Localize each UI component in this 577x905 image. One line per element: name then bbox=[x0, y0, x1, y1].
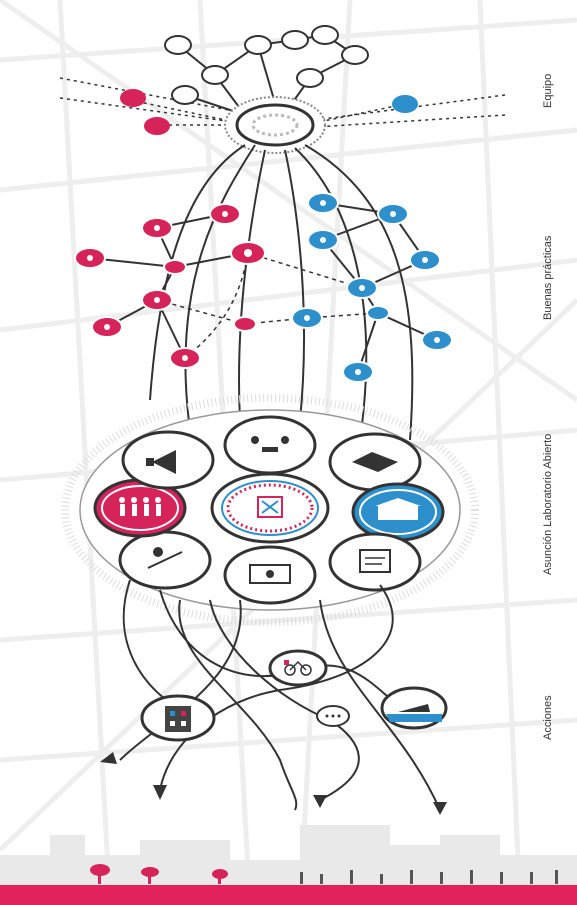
presentation-icon bbox=[147, 547, 183, 569]
laboratory-flower bbox=[61, 394, 479, 626]
boat-icon bbox=[386, 704, 442, 722]
laboratory-seal-icon bbox=[257, 496, 283, 518]
equipo-label: Equipo bbox=[542, 73, 554, 108]
laboratory-seal bbox=[210, 472, 330, 544]
team-node-pink bbox=[144, 117, 170, 135]
footer-band bbox=[0, 885, 577, 905]
community-people-icon bbox=[119, 497, 161, 516]
document-icon bbox=[359, 549, 391, 573]
team-node bbox=[164, 35, 192, 55]
asuncion-laboratorio-label: Asunción Laboratorio Abierto bbox=[542, 433, 554, 575]
action-arrowheads bbox=[100, 752, 447, 815]
petal-document bbox=[328, 532, 422, 592]
petal-handshake bbox=[328, 432, 422, 492]
people-meeting-icon bbox=[251, 436, 289, 452]
petal-government-building bbox=[351, 482, 445, 542]
team-node bbox=[201, 65, 229, 85]
team-node bbox=[171, 85, 199, 105]
buenas-practicas-label: Buenas prácticas bbox=[542, 235, 554, 320]
team-node bbox=[341, 45, 369, 65]
petal-community-people bbox=[93, 478, 187, 538]
workshop-icon bbox=[249, 564, 291, 584]
action-node-bicycle bbox=[268, 649, 328, 687]
team-node-pink bbox=[120, 89, 146, 107]
team-node bbox=[311, 25, 339, 45]
government-building-icon bbox=[375, 498, 421, 520]
building-icon bbox=[165, 706, 191, 732]
petal-megaphone bbox=[121, 430, 215, 490]
team-node bbox=[281, 30, 309, 50]
acciones-label: Acciones bbox=[542, 695, 554, 740]
bicycle-icon bbox=[284, 660, 312, 676]
practice-node-pink bbox=[233, 316, 257, 332]
megaphone-icon bbox=[146, 450, 176, 474]
people-silhouettes bbox=[300, 870, 558, 884]
petal-workshop bbox=[223, 545, 317, 605]
action-node-building bbox=[140, 694, 216, 742]
city-skyline bbox=[0, 825, 577, 905]
petal-presentation bbox=[118, 530, 212, 590]
trunk-lines bbox=[149, 144, 414, 441]
petal-people-meeting bbox=[223, 415, 317, 475]
practice-node-pink bbox=[163, 259, 187, 275]
team-node-blue bbox=[392, 95, 418, 113]
team-hub bbox=[224, 96, 326, 154]
action-node-ellipsis bbox=[316, 705, 350, 727]
team-node bbox=[244, 35, 272, 55]
practices-network bbox=[74, 192, 453, 383]
action-node-boat bbox=[380, 686, 448, 730]
team-node bbox=[296, 68, 324, 88]
team-network bbox=[59, 25, 506, 154]
trees bbox=[90, 864, 228, 884]
ellipsis-icon bbox=[325, 714, 341, 718]
handshake-icon bbox=[352, 452, 398, 472]
practice-node-blue bbox=[366, 305, 390, 321]
